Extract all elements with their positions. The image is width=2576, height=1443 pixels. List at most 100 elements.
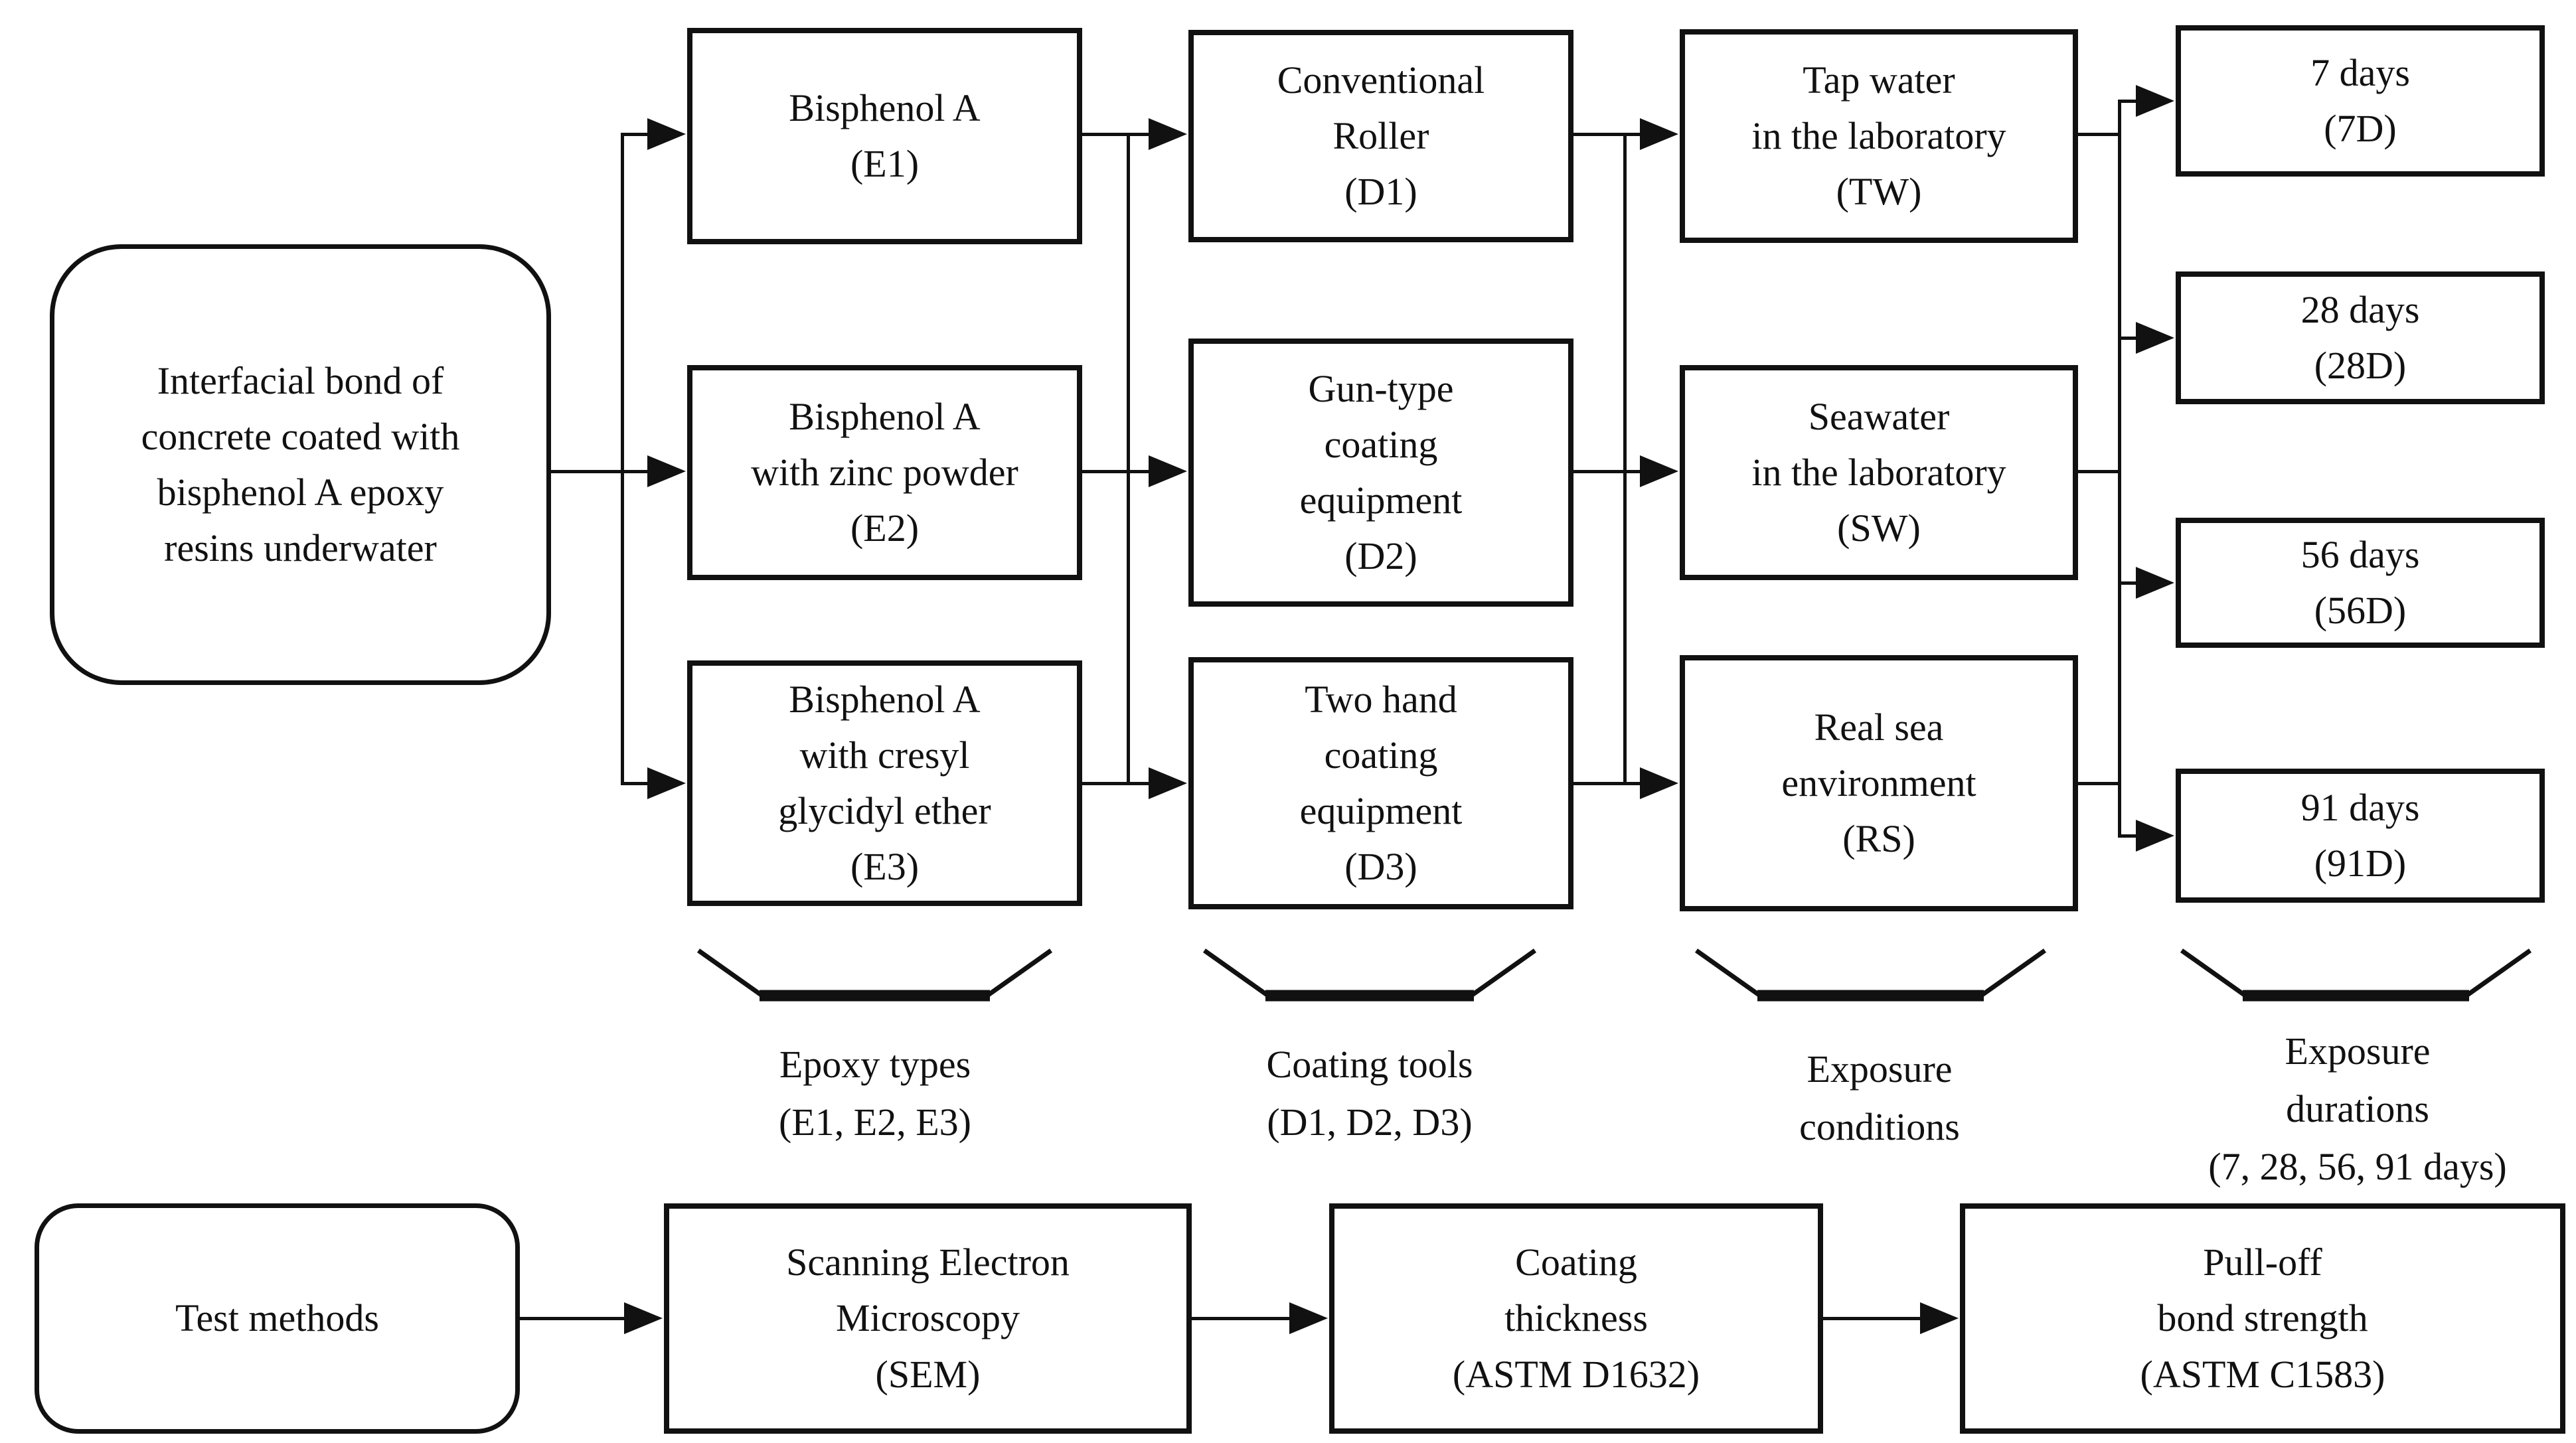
duration-box-56d: 56 days (56D) bbox=[2176, 518, 2545, 648]
box-line: in the laboratory bbox=[1751, 450, 2006, 494]
condition-box-tw: Tap water in the laboratory (TW) bbox=[1680, 29, 2078, 243]
box-line: 91 days bbox=[2300, 785, 2420, 829]
trunk-epoxy-tools bbox=[1127, 135, 1130, 785]
label-exposure-durations: Exposure durations (7, 28, 56, 91 days) bbox=[2105, 1022, 2576, 1195]
box-line: environment bbox=[1781, 761, 1976, 804]
connector-sw-out bbox=[2078, 470, 2121, 473]
arrowhead-sem-icon bbox=[624, 1302, 663, 1334]
box-line: (RS) bbox=[1842, 817, 1915, 861]
arrow-shaft-pulloff bbox=[1823, 1317, 1922, 1320]
box-line: 56 days bbox=[2300, 532, 2420, 576]
connector-tw-out bbox=[2078, 133, 2121, 136]
source-line: resins underwater bbox=[164, 526, 437, 570]
pulloff-strength-box: Pull-off bond strength (ASTM C1583) bbox=[1960, 1203, 2565, 1434]
connector-e2-out bbox=[1082, 470, 1130, 473]
arrowhead-e3-icon bbox=[647, 767, 686, 799]
trunk-source-epoxy bbox=[621, 135, 624, 785]
underbrace-exposure-durations-icon bbox=[2180, 949, 2532, 1002]
box-line: with zinc powder bbox=[751, 450, 1018, 494]
coating-thickness-box: Coating thickness (ASTM D1632) bbox=[1329, 1203, 1823, 1434]
label-line: Epoxy types bbox=[779, 1043, 971, 1086]
epoxy-box-e1: Bisphenol A (E1) bbox=[687, 28, 1082, 244]
label-line: durations bbox=[2286, 1087, 2429, 1130]
trunk-conditions-durations bbox=[2118, 101, 2121, 838]
box-line: (E3) bbox=[850, 845, 920, 889]
box-line: 7 days bbox=[2310, 50, 2410, 94]
arrow-shaft-tw bbox=[1623, 133, 1643, 136]
box-line: Real sea bbox=[1814, 705, 1944, 749]
arrow-shaft-rs bbox=[1623, 782, 1643, 785]
arrow-shaft-28d bbox=[2118, 337, 2139, 340]
tool-box-d2: Gun-type coating equipment (D2) bbox=[1188, 339, 1573, 607]
source-line: Interfacial bond of bbox=[157, 358, 444, 402]
tool-box-d3: Two hand coating equipment (D3) bbox=[1188, 657, 1573, 909]
arrowhead-rs-icon bbox=[1640, 767, 1678, 799]
connector-d1-out bbox=[1573, 133, 1627, 136]
arrowhead-7d-icon bbox=[2136, 85, 2174, 117]
underbrace-exposure-conditions-icon bbox=[1694, 949, 2047, 1002]
box-line: (ASTM C1583) bbox=[2140, 1352, 2385, 1396]
box-line: (E1) bbox=[850, 142, 920, 185]
box-line: (7D) bbox=[2324, 107, 2397, 150]
box-line: (D2) bbox=[1344, 534, 1417, 578]
box-line: Bisphenol A bbox=[789, 677, 981, 721]
epoxy-box-e3: Bisphenol A with cresyl glycidyl ether (… bbox=[687, 660, 1082, 906]
underbrace-epoxy-types-icon bbox=[696, 949, 1053, 1002]
tool-box-d1: Conventional Roller (D1) bbox=[1188, 30, 1573, 242]
box-line: thickness bbox=[1504, 1296, 1648, 1340]
label-line: Exposure bbox=[2285, 1029, 2431, 1073]
label-line: conditions bbox=[1799, 1105, 1960, 1148]
box-line: (SEM) bbox=[875, 1352, 981, 1396]
box-line: 28 days bbox=[2300, 287, 2420, 331]
box-line: coating bbox=[1324, 422, 1438, 466]
arrowhead-d2-icon bbox=[1149, 455, 1187, 487]
sem-box: Scanning Electron Microscopy (SEM) bbox=[664, 1203, 1192, 1434]
arrowhead-pulloff-icon bbox=[1920, 1302, 1959, 1334]
arrowhead-91d-icon bbox=[2136, 820, 2174, 852]
box-line: Roller bbox=[1332, 114, 1429, 157]
arrowhead-d1-icon bbox=[1149, 118, 1187, 150]
connector-d3-out bbox=[1573, 782, 1627, 785]
box-line: (TW) bbox=[1836, 170, 1922, 214]
arrow-shaft-sw bbox=[1623, 470, 1643, 473]
arrowhead-d3-icon bbox=[1149, 767, 1187, 799]
arrowhead-e2-icon bbox=[647, 455, 686, 487]
underbrace-coating-tools-icon bbox=[1202, 949, 1537, 1002]
connector-e3-out bbox=[1082, 782, 1130, 785]
condition-box-rs: Real sea environment (RS) bbox=[1680, 655, 2078, 911]
arrowhead-28d-icon bbox=[2136, 322, 2174, 354]
source-box: Interfacial bond of concrete coated with… bbox=[50, 244, 551, 685]
box-line: (D3) bbox=[1344, 845, 1417, 889]
connector-rs-out bbox=[2078, 782, 2121, 785]
box-line: Two hand bbox=[1305, 677, 1457, 721]
box-line: (E2) bbox=[850, 506, 920, 550]
duration-box-91d: 91 days (91D) bbox=[2176, 769, 2545, 903]
box-line: with cresyl bbox=[799, 733, 970, 777]
connector-d2-out bbox=[1573, 470, 1627, 473]
duration-box-7d: 7 days (7D) bbox=[2176, 25, 2545, 177]
box-line: Coating bbox=[1515, 1241, 1637, 1284]
arrow-shaft-thickness bbox=[1192, 1317, 1291, 1320]
box-line: Microscopy bbox=[835, 1296, 1020, 1340]
label-line: Coating tools bbox=[1266, 1043, 1473, 1086]
arrow-shaft-d3 bbox=[1127, 782, 1152, 785]
box-line: Bisphenol A bbox=[789, 86, 981, 129]
box-line: coating bbox=[1324, 733, 1438, 777]
label-line: (7, 28, 56, 91 days) bbox=[2208, 1145, 2507, 1188]
box-line: Bisphenol A bbox=[789, 394, 981, 438]
arrow-shaft-7d bbox=[2118, 100, 2139, 103]
arrow-shaft-e1 bbox=[621, 133, 651, 136]
arrow-shaft-sem bbox=[520, 1317, 626, 1320]
arrow-shaft-e2 bbox=[621, 470, 651, 473]
box-line: (SW) bbox=[1837, 506, 1921, 550]
box-line: in the laboratory bbox=[1751, 114, 2006, 157]
arrow-shaft-d2 bbox=[1127, 470, 1152, 473]
box-line: Conventional bbox=[1277, 58, 1485, 102]
arrowhead-tw-icon bbox=[1640, 118, 1678, 150]
box-line: (91D) bbox=[2314, 842, 2407, 885]
connector-e1-out bbox=[1082, 133, 1130, 136]
box-line: bond strength bbox=[2157, 1296, 2368, 1340]
box-line: equipment bbox=[1299, 789, 1463, 832]
arrow-shaft-91d bbox=[2118, 834, 2139, 838]
label-line: (E1, E2, E3) bbox=[779, 1101, 971, 1144]
